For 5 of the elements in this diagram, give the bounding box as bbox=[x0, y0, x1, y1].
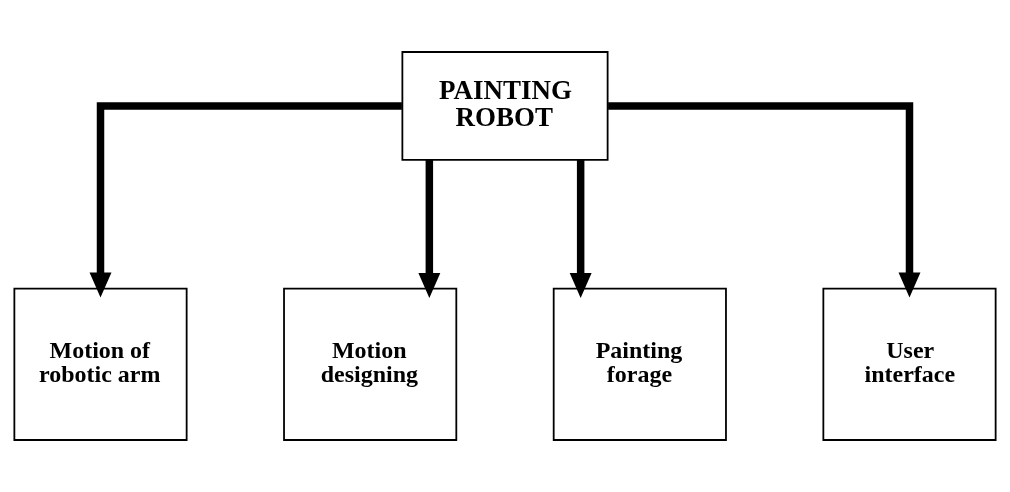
node-box: Motion designing bbox=[283, 287, 458, 441]
node-box: Motion of robotic arm bbox=[13, 287, 188, 441]
node-box: User interface bbox=[822, 287, 997, 441]
node-box: Painting forage bbox=[552, 287, 727, 441]
node-box: PAINTING ROBOT bbox=[401, 51, 609, 161]
